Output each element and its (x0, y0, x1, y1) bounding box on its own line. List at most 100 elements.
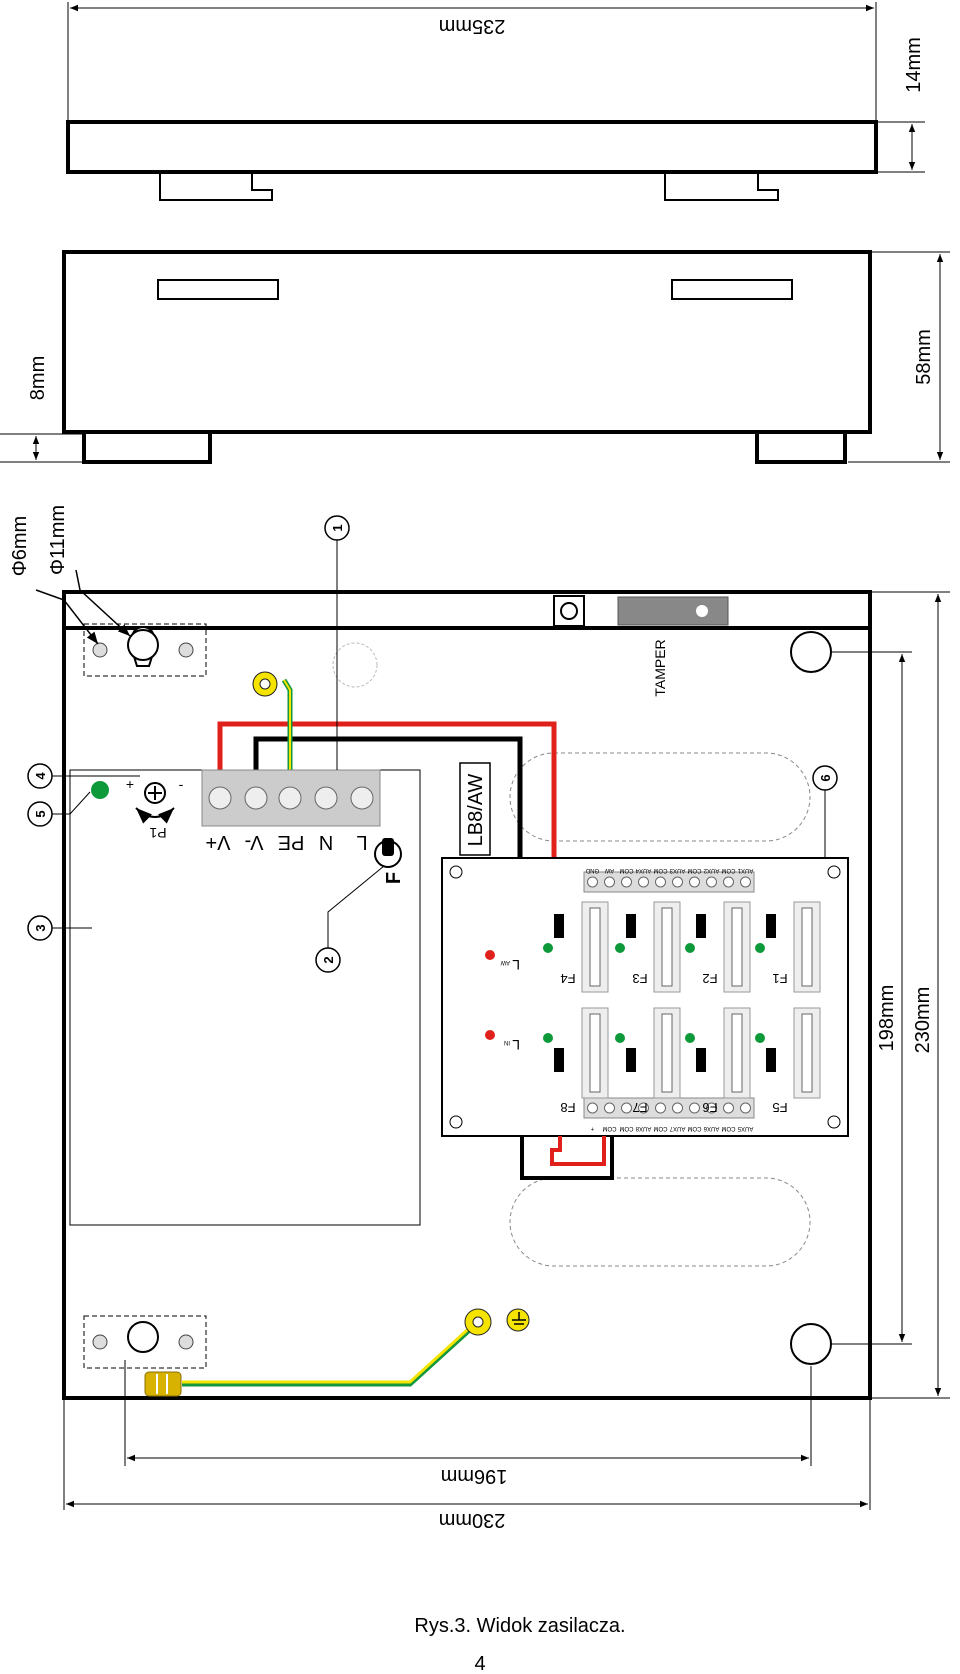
bottom-connector-label: AUX6 (703, 1125, 719, 1131)
fuse-icon (589, 907, 601, 987)
dim-58mm: 58mm (913, 329, 935, 385)
lb8-board (441, 857, 849, 1137)
mount-area-top-left (83, 623, 207, 677)
callout-4: 4 (33, 772, 48, 780)
cable-gland-outline (332, 642, 378, 688)
board-hole-icon (449, 865, 463, 879)
mount-hole-bottom-right (790, 1323, 832, 1365)
bottom-connector-label: COM (688, 1125, 702, 1131)
terminal-screw-icon (314, 786, 338, 810)
cable-sleeve-icon (144, 1371, 182, 1397)
connector-screw-icon (621, 876, 632, 888)
bottom-connector-label: AUX5 (737, 1125, 753, 1131)
connector-screw-icon (587, 876, 598, 888)
board-hole-icon (449, 1115, 463, 1129)
tamper-bracket (617, 596, 729, 626)
connector-screw-icon (638, 876, 649, 888)
fuse-led-icon (755, 943, 765, 953)
bracket-left (159, 172, 273, 201)
fuse-led-icon (615, 943, 625, 953)
connector-screw-icon (689, 1102, 700, 1114)
connector-screw-icon (655, 1102, 666, 1114)
vent-slot-right (671, 279, 793, 300)
connector-screw-icon (706, 876, 717, 888)
callout-2: 2 (321, 956, 336, 963)
dim-196mm: 196mm (441, 1465, 508, 1487)
fuse-icon (661, 907, 673, 987)
hole-icon (92, 642, 108, 658)
bottom-connector-label: + (590, 1125, 594, 1131)
fuse-label: F3 (632, 971, 647, 986)
black-wire (253, 736, 523, 858)
top-connector-label: COM (654, 867, 668, 873)
page-number: 4 (474, 1653, 485, 1674)
connector-screw-icon (655, 876, 666, 888)
connector-screw-icon (587, 1102, 598, 1114)
pot-minus: - (179, 776, 184, 792)
dim-235mm: 235mm (439, 15, 506, 37)
callout-3: 3 (33, 924, 48, 931)
jumper-icon (626, 1048, 636, 1072)
fuse-icon (801, 1013, 813, 1093)
fuse-icon (801, 907, 813, 987)
connector-screw-icon (740, 1102, 751, 1114)
led-in-label: L (512, 1037, 520, 1053)
terminal-screw-icon (278, 786, 302, 810)
callout-leader (327, 865, 385, 948)
dim-hole-11: Φ11mm (47, 505, 69, 575)
connector-screw-icon (638, 1102, 649, 1114)
fuse-led-icon (543, 1033, 553, 1043)
red-wire-bottom (550, 1136, 606, 1166)
fuse-icon (731, 1013, 743, 1093)
ground-lug-hole (472, 1316, 484, 1328)
connector-screw-icon (689, 876, 700, 888)
leader-hole-6 (35, 589, 99, 645)
fuse-led-icon (685, 1033, 695, 1043)
led-in-sub: IN (504, 1039, 510, 1045)
callout-leader (52, 791, 91, 815)
bottom-connector-label: COM (603, 1125, 617, 1131)
fuse-label: F5 (772, 1100, 787, 1115)
hole-icon (178, 1334, 194, 1350)
jumper-icon (696, 1048, 706, 1072)
connector-screw-icon (740, 876, 751, 888)
connector-screw-icon (672, 876, 683, 888)
bottom-connector-label: COM (722, 1125, 736, 1131)
led-in-icon (485, 1030, 495, 1040)
housing-top-outline (66, 120, 878, 174)
fuse-icon (731, 907, 743, 987)
dim-14mm: 14mm (903, 37, 925, 93)
tamper-switch (553, 595, 585, 627)
fuse-label: F6 (702, 1100, 717, 1115)
vent-slot-left (157, 279, 279, 300)
connector-screw-icon (604, 876, 615, 888)
fuse-icon (661, 1013, 673, 1093)
top-connector-label: AUX1 (737, 867, 753, 873)
connector-screw-icon (706, 1102, 717, 1114)
top-connector-label: AW (604, 867, 614, 873)
red-wire (217, 721, 557, 858)
bottom-connector-label: COM (620, 1125, 634, 1131)
foot-left (82, 430, 212, 464)
mount-hole-top-right (790, 631, 832, 673)
terminal-screw-icon (350, 786, 374, 810)
module-label-box (459, 762, 491, 856)
foot-right (755, 430, 847, 464)
jumper-icon (766, 914, 776, 938)
fuse-icon (589, 1013, 601, 1093)
connector-screw-icon (604, 1102, 615, 1114)
knockout-bottom (509, 1177, 811, 1267)
ground-lug-hole (259, 678, 271, 690)
led-green-icon (91, 781, 109, 799)
connector-screw-icon (723, 876, 734, 888)
dim-230mm-right: 230mm (912, 987, 934, 1054)
terminal-screws (208, 786, 374, 810)
bottom-connector-label: AUX7 (669, 1125, 685, 1131)
dim-8mm: 8mm (27, 356, 49, 400)
top-connector-label: COM (620, 867, 634, 873)
terminal-label-vminus: V- (245, 831, 264, 853)
fuse-label: F7 (632, 1100, 647, 1115)
hole-icon (178, 642, 194, 658)
